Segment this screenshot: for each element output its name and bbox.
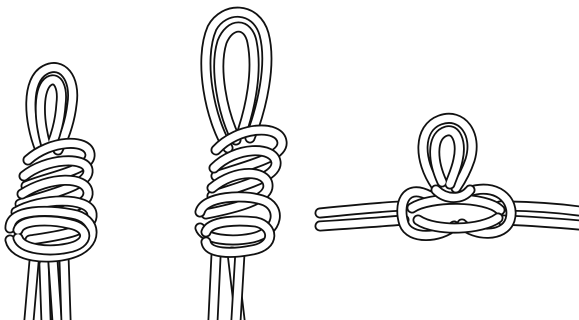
rope-tails-middle [213,252,240,320]
rope-loop-right [423,118,472,188]
rope-tails-left [29,258,66,320]
figure-eight-loop-middle [200,12,282,320]
knot-body-right [402,189,511,235]
figure-eight-loop-left [10,68,92,320]
knot-body-middle [200,130,282,252]
knot-in-line-right [320,118,579,235]
knot-body-left [10,143,92,257]
rope-loop-left [31,68,73,150]
